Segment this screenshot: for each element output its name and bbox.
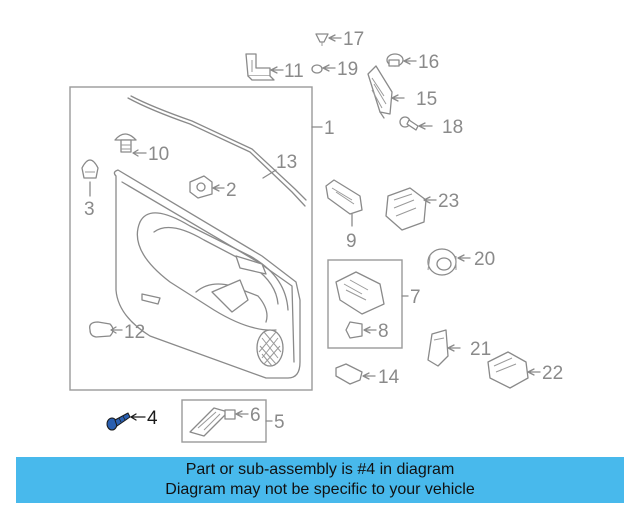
callout-15-leader — [391, 94, 405, 102]
part-6-clip[interactable] — [224, 409, 236, 420]
callout-13: 13 — [276, 152, 297, 173]
callout-17-leader — [328, 34, 342, 42]
banner-line-2: Diagram may not be specific to your vehi… — [165, 481, 475, 498]
part-23-switch-panel[interactable] — [385, 187, 427, 231]
part-16-clip[interactable] — [386, 53, 404, 67]
part-15-mirror-trim[interactable] — [367, 65, 393, 119]
callout-4-leader — [129, 413, 146, 421]
callout-2: 2 — [226, 180, 237, 201]
part-2-bracket[interactable] — [189, 175, 213, 199]
callout-8: 8 — [378, 321, 389, 342]
callout-8-leader — [363, 326, 377, 334]
part-18-screw[interactable] — [399, 116, 419, 131]
callout-10-leader — [132, 149, 147, 157]
callout-14: 14 — [378, 367, 400, 388]
exploded-parts-diagram: 1 13 10 3 2 — [69, 29, 563, 443]
callout-5: 5 — [274, 412, 285, 433]
callout-14-leader — [362, 372, 376, 380]
callout-7: 7 — [410, 287, 421, 308]
callout-13-leader — [262, 169, 277, 179]
callout-21: 21 — [470, 339, 491, 360]
part-19-nut[interactable] — [311, 64, 323, 74]
callout-15: 15 — [416, 89, 437, 110]
callout-6-leader — [235, 410, 249, 418]
door-trim-panel[interactable] — [113, 169, 301, 379]
part-window-switch[interactable] — [335, 271, 385, 315]
callout-23: 23 — [438, 191, 459, 212]
callout-20-leader — [457, 254, 471, 262]
callout-11: 11 — [284, 61, 304, 82]
callout-12: 12 — [124, 322, 145, 343]
part-9-switch[interactable] — [325, 179, 363, 215]
callout-16-leader — [403, 57, 417, 65]
callout-2-leader — [212, 184, 225, 192]
callout-10: 10 — [148, 144, 169, 165]
callout-16: 16 — [418, 52, 439, 73]
callout-3: 3 — [84, 199, 95, 220]
part-11-bracket[interactable] — [245, 53, 275, 81]
callout-19: 19 — [337, 59, 358, 80]
callout-17: 17 — [343, 29, 364, 50]
callout-22-leader — [527, 368, 541, 376]
callout-19-leader — [322, 64, 336, 72]
part-20-knob[interactable] — [427, 248, 457, 276]
callout-23-leader — [423, 196, 437, 204]
callout-1: 1 — [324, 118, 335, 139]
part-22-switch[interactable] — [487, 351, 529, 389]
part-10-clip[interactable] — [114, 133, 137, 153]
info-banner: Part or sub-assembly is #4 in diagram Di… — [16, 457, 624, 503]
banner-line-1: Part or sub-assembly is #4 in diagram — [185, 461, 455, 478]
callout-12-leader — [110, 326, 123, 334]
part-4-screw[interactable] — [106, 412, 131, 431]
part-14-clip[interactable] — [335, 363, 363, 385]
part-handle-cover[interactable] — [189, 407, 229, 437]
callout-6: 6 — [250, 405, 261, 426]
callout-9: 9 — [346, 231, 357, 252]
part-17-clip[interactable] — [315, 33, 329, 46]
callout-18-leader — [418, 122, 433, 130]
callout-22: 22 — [542, 363, 563, 384]
callout-18: 18 — [442, 117, 463, 138]
part-13-belt-weatherstrip[interactable] — [127, 95, 307, 207]
part-3-clip[interactable] — [81, 159, 99, 179]
callout-21-leader — [447, 344, 461, 352]
part-21-switch[interactable] — [427, 329, 449, 367]
part-8-bracket[interactable] — [345, 321, 363, 339]
part-12-cap[interactable] — [89, 321, 114, 338]
door-trim-assembly-frame — [69, 86, 313, 391]
callout-11-leader — [270, 66, 284, 74]
callout-4: 4 — [147, 408, 158, 429]
callout-20: 20 — [474, 249, 495, 270]
switch-assembly-frame — [327, 259, 403, 349]
